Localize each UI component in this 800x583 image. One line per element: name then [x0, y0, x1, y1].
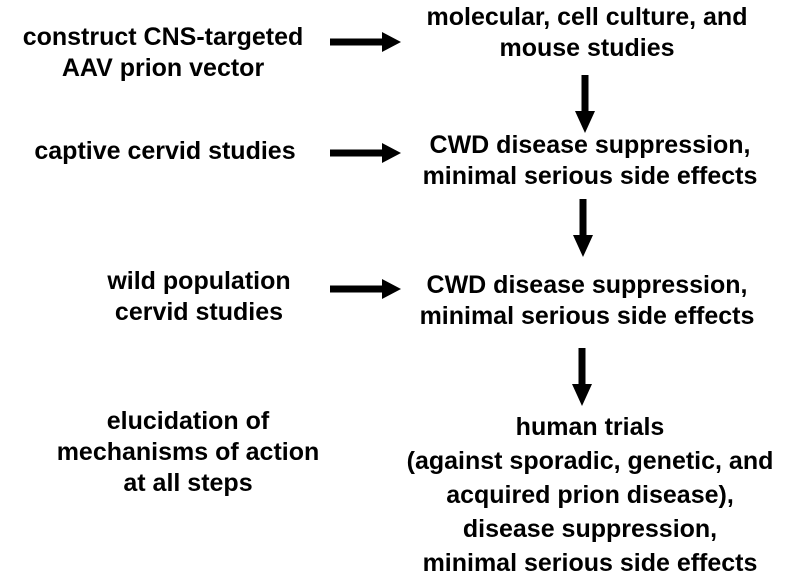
node-captive-cervid-studies: captive cervid studies [20, 136, 310, 167]
right-arrow-construct-to-molecular-icon [327, 29, 403, 55]
node-text-line: AAV prion vector [61, 54, 265, 82]
node-wild-population-cervid-studies: wild population cervid studies [60, 266, 338, 328]
node-text-line: disease suppression, [462, 515, 718, 543]
node-text-line: minimal serious side effects [422, 162, 758, 190]
down-arrow-molecular-to-cwd1-icon [572, 73, 598, 135]
node-elucidation-of-mechanisms: elucidation of mechanisms of action at a… [28, 406, 348, 499]
down-arrow-cwd2-to-human-trials-icon [569, 346, 595, 408]
node-text-line: captive cervid studies [34, 137, 296, 165]
right-arrow-captive-to-cwd1-icon [327, 140, 403, 166]
node-text-line: construct CNS-targeted [22, 23, 304, 51]
node-text-line: mouse studies [499, 34, 675, 62]
node-text-line: minimal serious side effects [419, 302, 755, 330]
node-text-line: at all steps [123, 469, 253, 497]
node-text-line: mechanisms of action [56, 438, 320, 466]
down-arrow-cwd1-to-cwd2-icon [570, 197, 596, 259]
node-text-line: molecular, cell culture, and [426, 3, 748, 31]
node-molecular-cell-culture-mouse-studies: molecular, cell culture, and mouse studi… [396, 2, 778, 64]
right-arrow-wild-to-cwd2-icon [327, 276, 403, 302]
node-human-trials: human trials (against sporadic, genetic,… [380, 410, 800, 580]
node-text-line: (against sporadic, genetic, and [406, 447, 774, 475]
node-cwd-disease-suppression-2: CWD disease suppression, minimal serious… [393, 270, 781, 332]
node-text-line: minimal serious side effects [422, 549, 758, 577]
node-text-line: CWD disease suppression, [429, 131, 751, 159]
node-construct-cns-targeted-aav-prion-vector: construct CNS-targeted AAV prion vector [2, 22, 324, 84]
node-text-line: elucidation of [106, 407, 270, 435]
node-text-line: cervid studies [114, 298, 284, 326]
node-cwd-disease-suppression-1: CWD disease suppression, minimal serious… [396, 130, 784, 192]
node-text-line: human trials [515, 413, 665, 441]
node-text-line: wild population [107, 267, 291, 295]
node-text-line: CWD disease suppression, [426, 271, 748, 299]
node-text-line: acquired prion disease), [446, 481, 734, 509]
